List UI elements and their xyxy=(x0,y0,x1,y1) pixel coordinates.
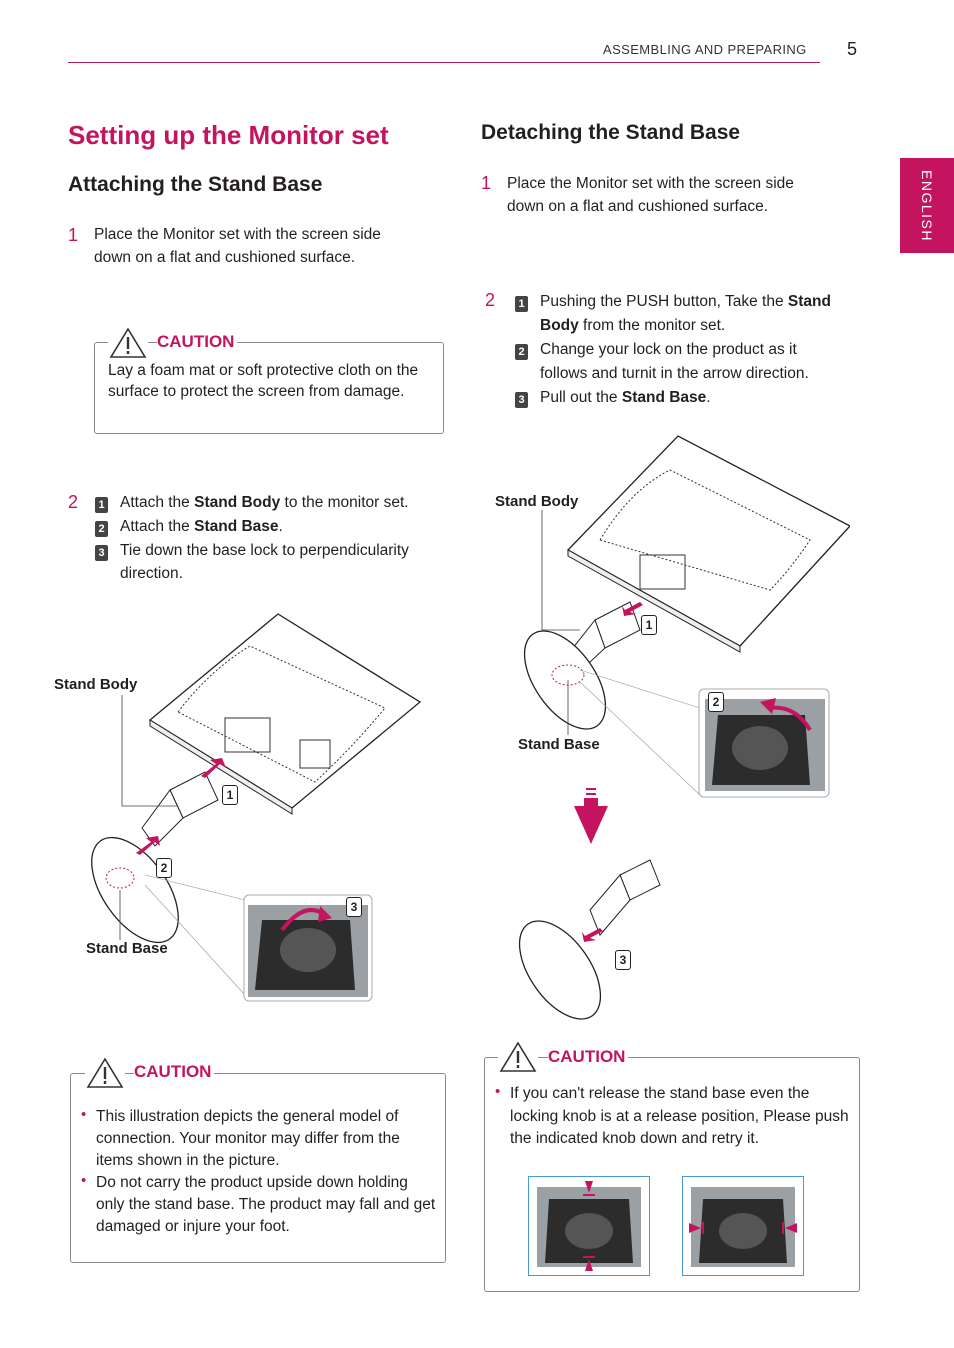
caution-bullet-1: This illustration depicts the general mo… xyxy=(96,1108,400,1169)
attach-illustration xyxy=(91,613,422,1002)
knob-photo-horizontal xyxy=(682,1176,804,1276)
bullet: • xyxy=(81,1106,87,1123)
attach-substep1-text: Attach the Stand Body to the monitor set… xyxy=(120,494,409,511)
substep-badge: 3 xyxy=(95,543,108,561)
detach-substep2-text: Change your lock on the product as it fo… xyxy=(540,341,809,382)
page-title: Setting up the Monitor set xyxy=(68,120,389,150)
label-stand-body: Stand Body xyxy=(495,493,579,510)
knob-photo-horizontal-image xyxy=(689,1187,797,1267)
attach-heading: Attaching the Stand Base xyxy=(68,173,323,196)
label-stand-body: Stand Body xyxy=(54,676,138,693)
label-stand-base: Stand Base xyxy=(86,940,168,957)
caution-label: CAUTION xyxy=(548,1047,629,1067)
caution-text: Lay a foam mat or soft protective cloth … xyxy=(108,362,419,400)
caution-box-release xyxy=(484,1057,860,1292)
substep-badge: 1 xyxy=(95,495,108,513)
warning-icon xyxy=(108,326,148,360)
header-rule xyxy=(68,62,820,63)
callout-2: 2 xyxy=(156,858,172,878)
label-stand-base: Stand Base xyxy=(518,736,600,753)
callout-2: 2 xyxy=(708,692,724,712)
language-tab: ENGLISH xyxy=(900,158,954,253)
substep-badge: 2 xyxy=(95,519,108,537)
callout-1: 1 xyxy=(641,615,657,635)
knob-photo-vertical-image xyxy=(537,1181,641,1271)
attach-substep3-text: Tie down the base lock to perpendiculari… xyxy=(120,542,409,582)
knob-photo-vertical xyxy=(528,1176,650,1276)
page-number: 5 xyxy=(847,39,858,59)
callout-1: 1 xyxy=(222,785,238,805)
detach-step1-number: 1 xyxy=(481,173,492,193)
caution-bullet-1: If you can't release the stand base even… xyxy=(510,1085,849,1147)
running-header: ASSEMBLING AND PREPARING xyxy=(603,42,807,57)
detach-substep3-text: Pull out the Stand Base. xyxy=(540,389,711,406)
callout-3: 3 xyxy=(615,950,631,970)
caution-label: CAUTION xyxy=(157,332,238,352)
attach-step1-number: 1 xyxy=(68,225,79,245)
substep-badge: 3 xyxy=(515,390,528,408)
language-tab-label: ENGLISH xyxy=(919,169,935,242)
substep-badge: 1 xyxy=(515,294,528,312)
warning-icon xyxy=(498,1040,538,1074)
bullet: • xyxy=(81,1172,87,1189)
detach-illustration xyxy=(518,435,850,1020)
caution-box-general xyxy=(70,1073,446,1263)
detach-substep1-text: Pushing the PUSH button, Take the Stand … xyxy=(540,293,831,334)
caution-bullet-2: Do not carry the product upside down hol… xyxy=(96,1174,436,1235)
attach-substep2-text: Attach the Stand Base. xyxy=(120,518,283,535)
bullet: • xyxy=(495,1083,501,1100)
caution-label: CAUTION xyxy=(134,1062,215,1082)
callout-3: 3 xyxy=(346,897,362,917)
detach-step2-number: 2 xyxy=(485,290,496,310)
caution-box-attach xyxy=(94,342,444,434)
attach-step1-text: Place the Monitor set with the screen si… xyxy=(94,226,381,266)
warning-icon xyxy=(85,1056,125,1090)
attach-step2-number: 2 xyxy=(68,492,79,512)
detach-heading: Detaching the Stand Base xyxy=(481,121,741,144)
substep-badge: 2 xyxy=(515,342,528,360)
detach-step1-text: Place the Monitor set with the screen si… xyxy=(507,175,794,215)
